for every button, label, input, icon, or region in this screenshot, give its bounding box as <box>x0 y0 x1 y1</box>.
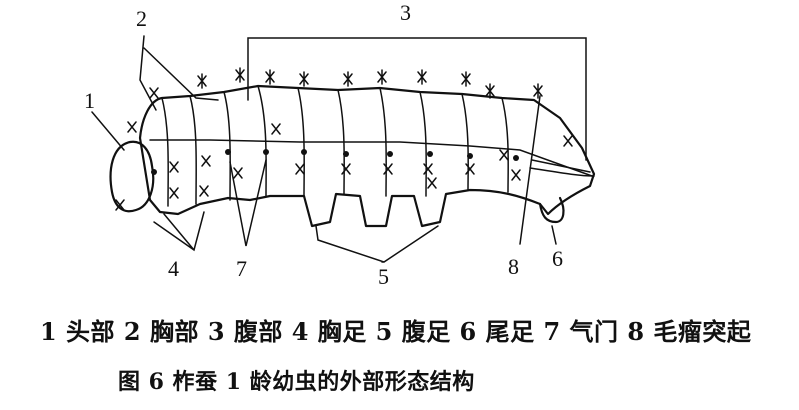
larva-head <box>109 140 155 213</box>
larva-diagram: 1 2 3 4 5 6 7 8 <box>84 0 596 289</box>
segment-lines <box>161 85 509 207</box>
legend-text: 1 头部 2 胸部 3 腹部 4 胸足 5 腹足 6 尾足 7 气门 8 毛瘤突… <box>40 317 752 346</box>
label-1: 1 <box>84 88 95 113</box>
leader-5 <box>315 225 439 263</box>
spiracles <box>151 149 519 175</box>
dorsal-line <box>149 139 593 177</box>
label-8: 8 <box>508 254 519 279</box>
tubercles <box>115 67 573 211</box>
leader-6 <box>551 225 557 245</box>
label-7: 7 <box>236 256 247 281</box>
label-2: 2 <box>136 6 147 31</box>
figure-caption: 图 6 柞蚕 1 龄幼虫的外部形态结构 <box>118 369 475 395</box>
leader-2 <box>139 35 219 111</box>
label-5: 5 <box>378 264 389 289</box>
leader-3 <box>247 37 587 161</box>
label-4: 4 <box>168 256 179 281</box>
tail-band <box>529 159 595 177</box>
anal-proleg <box>538 196 565 224</box>
label-6: 6 <box>552 246 563 271</box>
leader-8 <box>519 95 541 245</box>
leader-4 <box>153 211 205 252</box>
leader-1 <box>91 111 125 151</box>
label-3: 3 <box>400 0 411 25</box>
leader-7 <box>229 159 267 247</box>
